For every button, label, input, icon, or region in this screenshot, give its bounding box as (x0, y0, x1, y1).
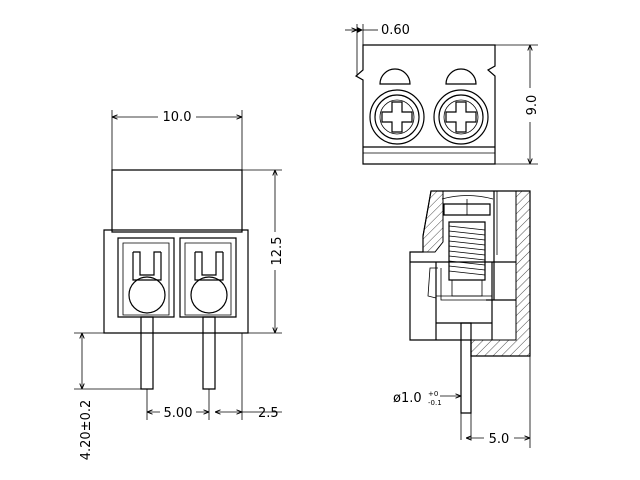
top-hole-left (380, 69, 410, 84)
dim-front-height: 12.5 (270, 237, 285, 266)
dim-top-wall: 0.60 (381, 23, 410, 38)
side-hatched-top-block (423, 191, 443, 252)
dim-side-offset: 5.0 (489, 432, 510, 447)
dim-pin-length: 4.20±0.2 (79, 400, 94, 461)
screw-left-icon (370, 90, 424, 144)
top-view: 0.60 9.0 (345, 23, 540, 164)
front-pin-left (141, 317, 153, 389)
dim-top-depth: 9.0 (525, 95, 540, 116)
screw-right-icon (434, 90, 488, 144)
top-hole-right (446, 69, 476, 84)
front-pin-right (203, 317, 215, 389)
front-wire-entry-left (118, 238, 174, 317)
dim-pin-diameter: ø1.0 (393, 391, 422, 406)
side-hatched-wall (471, 191, 530, 356)
front-view: 10.0 12.5 4.20±0.2 5.00 2.5 (74, 108, 285, 460)
side-screw-head (444, 204, 490, 215)
front-body-lower (104, 230, 248, 333)
side-section-view: ø1.0 +0 -0.1 5.0 (393, 191, 530, 448)
dim-edge-offset: 2.5 (258, 406, 279, 421)
dim-front-width: 10.0 (163, 110, 192, 125)
dim-pin-diameter-tol-lower: -0.1 (428, 399, 442, 407)
front-body-upper (112, 170, 242, 232)
front-wire-entry-right (180, 238, 236, 317)
side-pin (461, 323, 471, 413)
top-body-outline (356, 45, 495, 164)
dim-pin-diameter-tol-upper: +0 (428, 390, 438, 398)
dim-pitch: 5.00 (164, 406, 193, 421)
side-screw-thread (449, 222, 485, 296)
